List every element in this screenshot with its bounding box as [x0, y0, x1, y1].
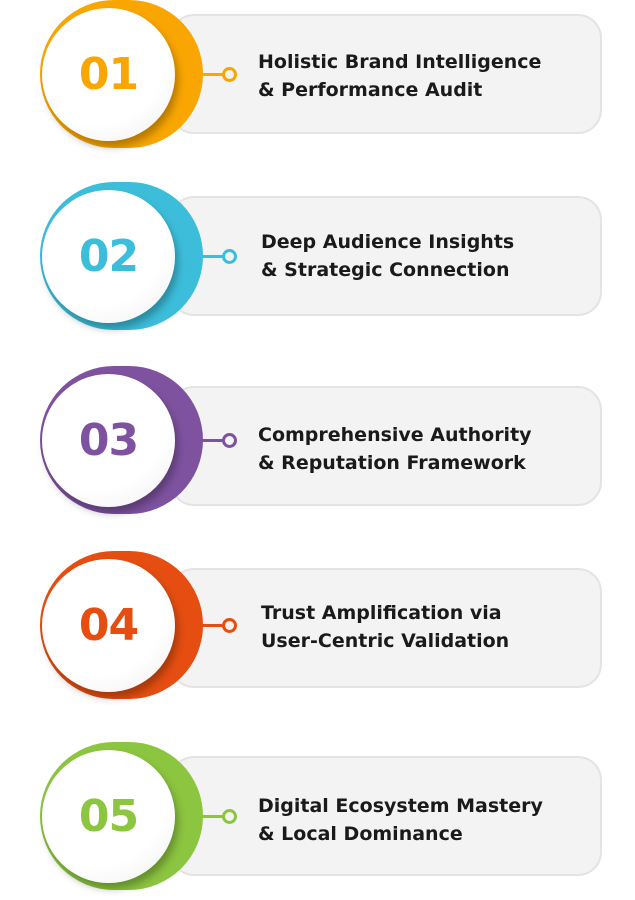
step-number-circle: 02	[42, 190, 175, 323]
step-title-line1: Comprehensive Authority	[258, 424, 532, 446]
step-number: 05	[78, 791, 139, 842]
step-title-line2: User-Centric Validation	[261, 630, 510, 652]
step-text: Holistic Brand Intelligence & Performance…	[258, 48, 541, 104]
step-number-circle: 03	[42, 374, 175, 507]
step-title-line2: & Reputation Framework	[258, 452, 526, 474]
step-title-line1: Holistic Brand Intelligence	[258, 51, 542, 73]
connector-dot-icon	[222, 433, 237, 448]
step-text: Comprehensive Authority & Reputation Fram…	[258, 421, 532, 477]
step-title-line2: & Strategic Connection	[261, 259, 510, 281]
connector-line	[200, 255, 224, 258]
connector-line	[200, 815, 224, 818]
connector-dot-icon	[222, 67, 237, 82]
step-title-line1: Deep Audience Insights	[261, 231, 515, 253]
connector-line	[200, 439, 224, 442]
step-card	[170, 568, 602, 688]
connector-line	[200, 624, 224, 627]
step-card	[170, 14, 602, 134]
step-number-circle: 01	[42, 8, 175, 141]
step-number: 01	[78, 49, 139, 100]
step-1: 01 Holistic Brand Intelligence & Performa…	[0, 0, 635, 150]
step-title-line1: Digital Ecosystem Mastery	[258, 795, 543, 817]
step-5: 05 Digital Ecosystem Mastery & Local Domi…	[0, 742, 635, 892]
step-card	[170, 756, 602, 876]
step-number-circle: 04	[42, 559, 175, 692]
step-number: 04	[78, 600, 139, 651]
connector-line	[200, 73, 224, 76]
step-title-line2: & Local Dominance	[258, 823, 463, 845]
step-number-circle: 05	[42, 750, 175, 883]
connector-dot-icon	[222, 249, 237, 264]
step-title-line2: & Performance Audit	[258, 79, 483, 101]
step-text: Digital Ecosystem Mastery & Local Dominan…	[258, 792, 543, 848]
step-number: 02	[78, 231, 139, 282]
connector-dot-icon	[222, 618, 237, 633]
step-3: 03 Comprehensive Authority & Reputation F…	[0, 366, 635, 516]
step-number: 03	[78, 415, 139, 466]
step-title-line1: Trust Amplification via	[261, 602, 502, 624]
step-text: Deep Audience Insights & Strategic Connec…	[261, 228, 514, 284]
step-2: 02 Deep Audience Insights & Strategic Con…	[0, 182, 635, 332]
step-card	[170, 386, 602, 506]
connector-dot-icon	[222, 809, 237, 824]
step-card	[170, 196, 602, 316]
